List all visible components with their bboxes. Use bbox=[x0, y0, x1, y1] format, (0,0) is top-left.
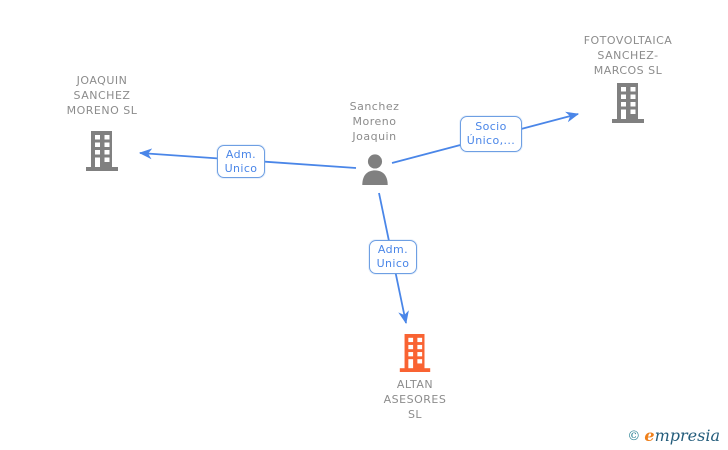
company-name-label: JOAQUIN SANCHEZ MORENO SL bbox=[66, 74, 138, 117]
node-company-altan-asesores-sl[interactable]: ALTAN ASESORES SL bbox=[356, 334, 474, 422]
empresia-logo[interactable]: ©empresia bbox=[627, 426, 720, 445]
edge-label-adm-unico-left[interactable]: Adm. Unico bbox=[217, 145, 265, 178]
person-name-label: Sanchez Moreno Joaquin bbox=[349, 100, 400, 143]
brand-first-letter: e bbox=[644, 426, 655, 445]
edge-label-adm-unico-bottom[interactable]: Adm. Unico bbox=[369, 240, 417, 274]
node-person-sanchez-moreno-joaquin[interactable]: Sanchez Moreno Joaquin bbox=[322, 99, 427, 185]
company-building-icon bbox=[85, 131, 119, 171]
person-icon bbox=[359, 153, 391, 185]
node-company-joaquin-sanchez-moreno-sl[interactable]: JOAQUIN SANCHEZ MORENO SL bbox=[32, 73, 172, 171]
company-building-icon bbox=[611, 83, 645, 123]
company-building-icon-highlighted bbox=[398, 334, 432, 372]
edge-label-text: Adm. Unico bbox=[224, 147, 258, 175]
copyright-icon: © bbox=[627, 429, 641, 444]
brand-name: mpresia bbox=[654, 426, 720, 445]
edge-label-text: Socio Único,... bbox=[466, 120, 516, 147]
node-company-fotovoltaica-sanchez-marcos-sl[interactable]: FOTOVOLTAICA SANCHEZ- MARCOS SL bbox=[558, 33, 698, 123]
company-name-label: FOTOVOLTAICA SANCHEZ- MARCOS SL bbox=[583, 34, 673, 77]
edge-label-socio-unico[interactable]: Socio Único,... bbox=[460, 116, 522, 152]
company-name-label: ALTAN ASESORES SL bbox=[383, 378, 447, 421]
edge-label-text: Adm. Unico bbox=[376, 243, 410, 270]
